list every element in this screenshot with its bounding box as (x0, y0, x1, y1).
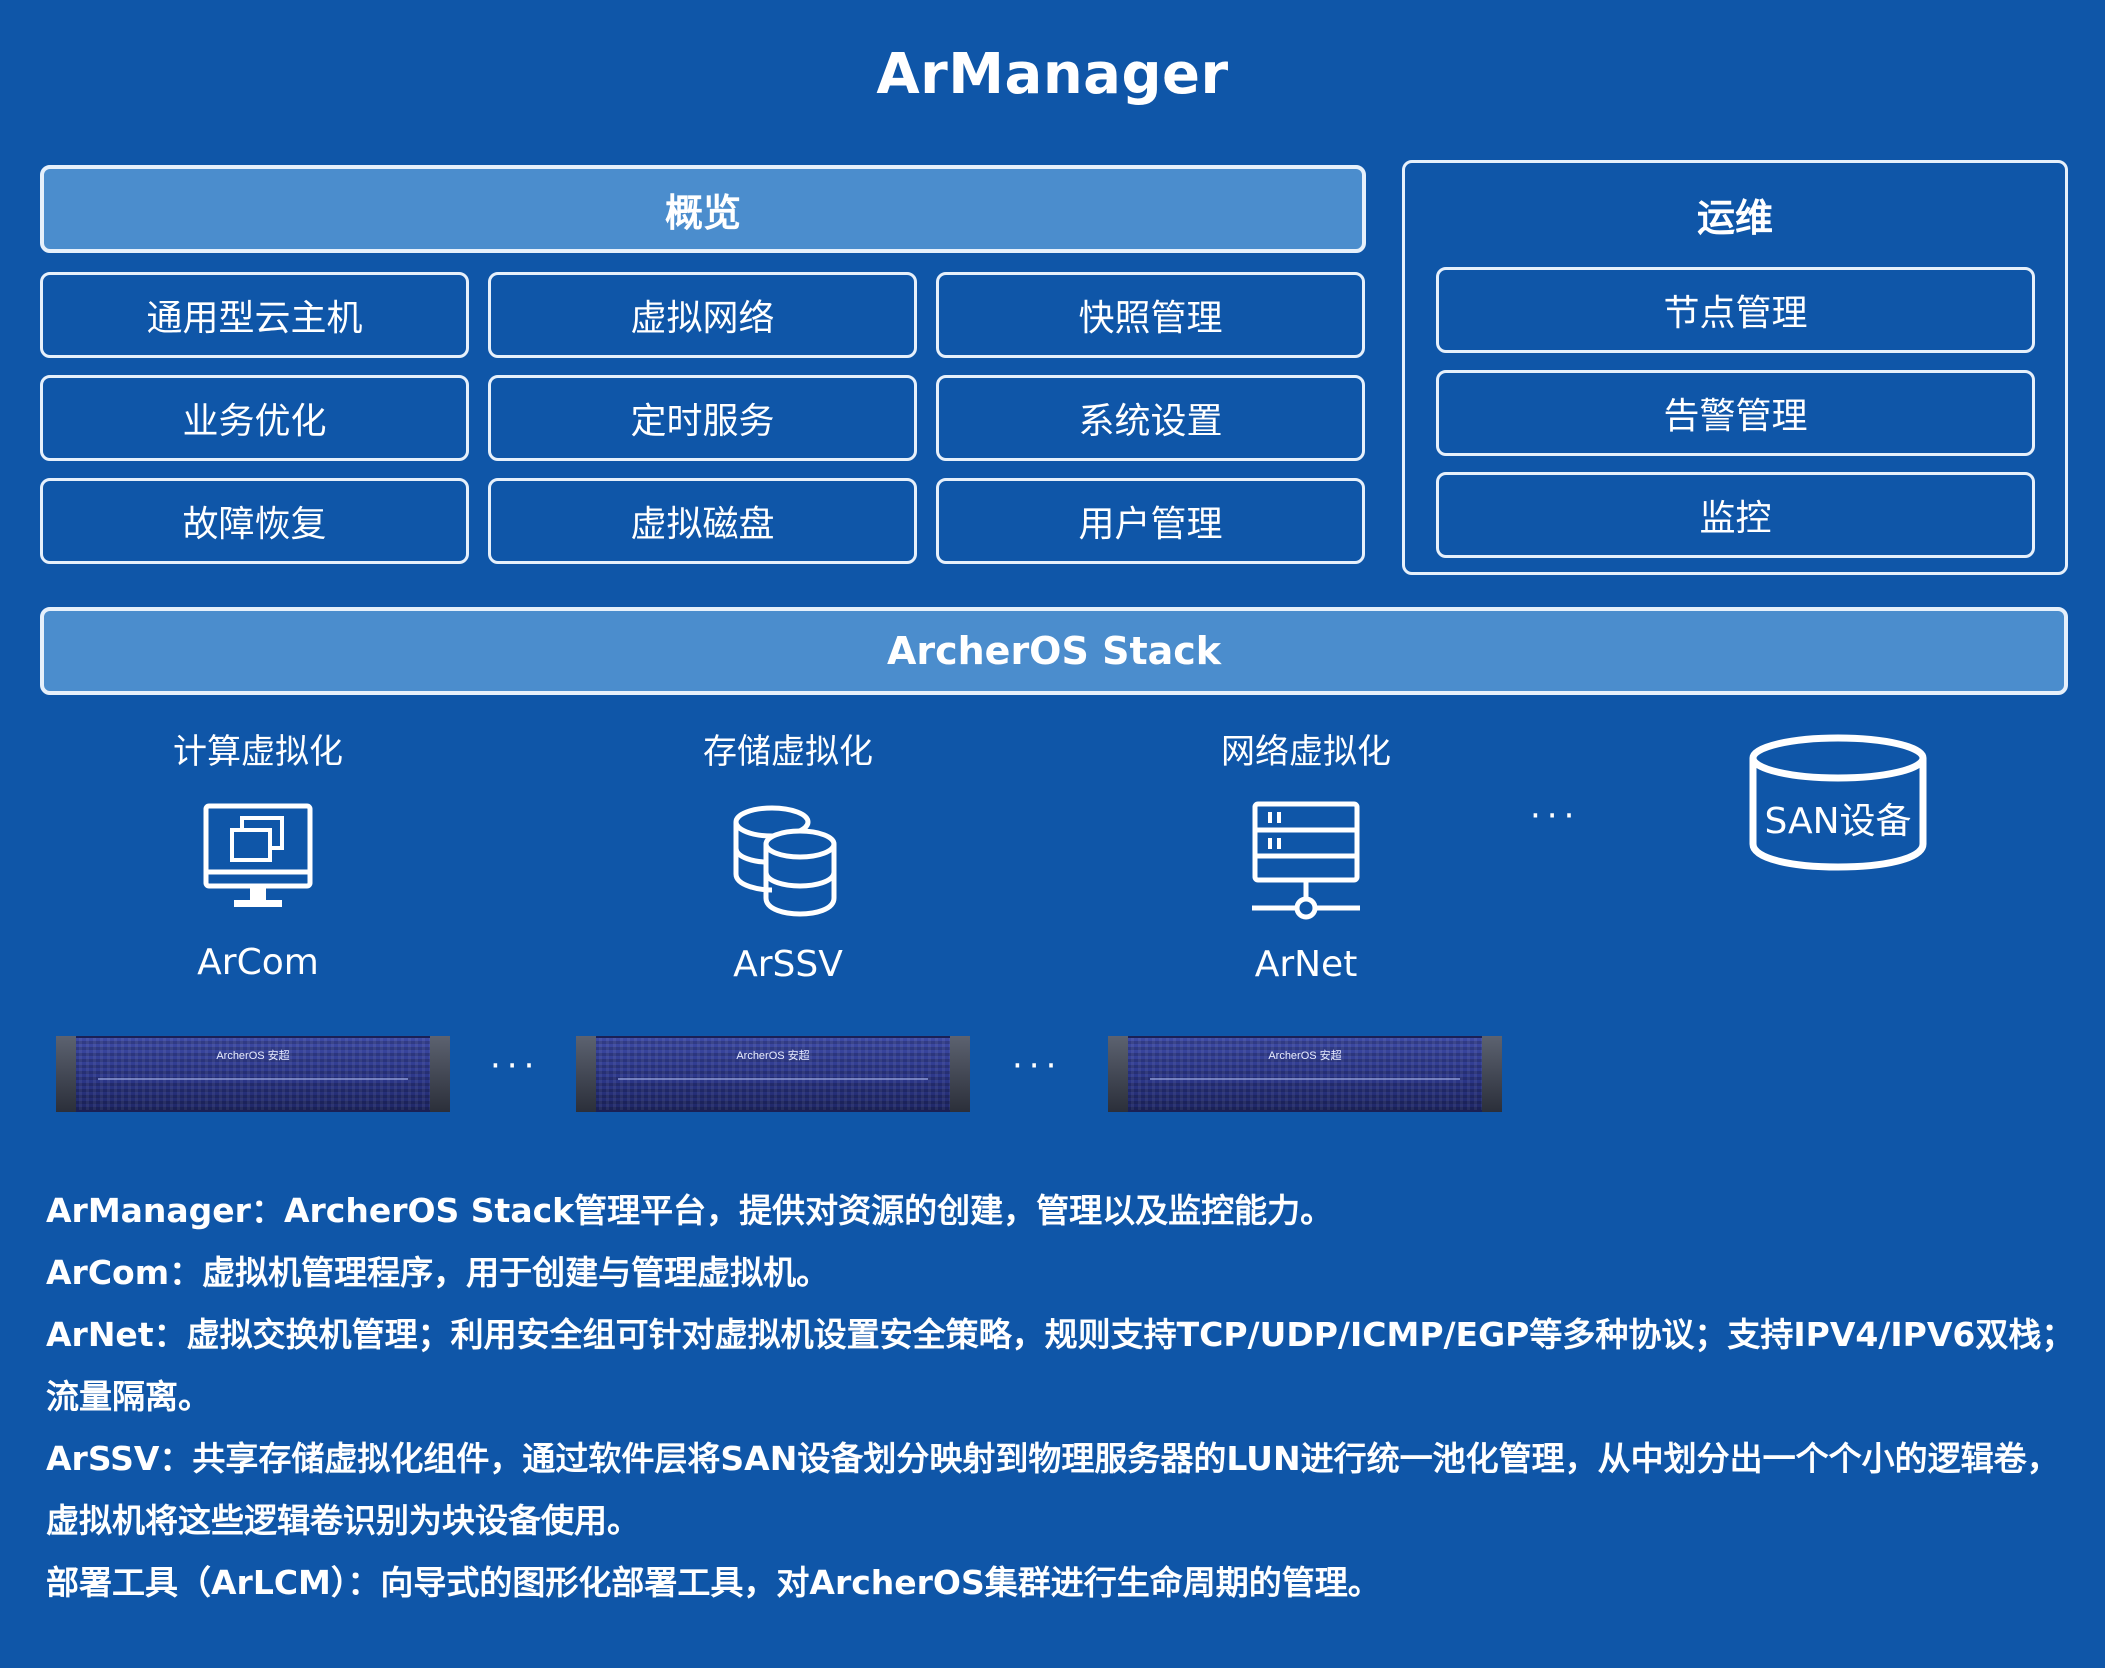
description-line: ArManager：ArcherOS Stack管理平台，提供对资源的创建，管理… (46, 1191, 1334, 1230)
compute-virtualization-label: 计算虚拟化 (173, 732, 343, 772)
overview-tile: 业务优化 (40, 375, 469, 461)
san-device-icon: SAN设备 (1748, 732, 1928, 872)
description-line: ArSSV：共享存储虚拟化组件，通过软件层将SAN设备划分映射到物理服务器的LU… (46, 1439, 2060, 1540)
tile-label: 故障恢复 (182, 504, 327, 545)
tile-label: 监控 (1699, 498, 1772, 539)
description-line: 部署工具（ArLCM）：向导式的图形化部署工具，对ArcherOS集群进行生命周… (46, 1563, 1381, 1602)
stack-bar: ArcherOS Stack (40, 607, 2068, 695)
tile-label: 业务优化 (182, 401, 327, 442)
overview-tile: 通用型云主机 (40, 272, 469, 358)
arnet-label: ArNet (1254, 944, 1358, 985)
storage-virtualization-label: 存储虚拟化 (703, 732, 873, 772)
network-virtualization-label: 网络虚拟化 (1221, 732, 1391, 772)
monitor-icon (202, 802, 314, 914)
ops-tile: 告警管理 (1436, 370, 2035, 456)
server-hardware-image: ArcherOS 安超 (576, 1036, 970, 1112)
database-icon (730, 800, 840, 920)
server-hardware-image: ArcherOS 安超 (1108, 1036, 1502, 1112)
stack-bar-label: ArcherOS Stack (886, 629, 1222, 673)
server-network-icon (1250, 800, 1362, 922)
tile-label: 定时服务 (630, 401, 775, 442)
tile-label: 通用型云主机 (146, 298, 363, 339)
tile-label: 虚拟磁盘 (630, 504, 775, 545)
tile-label: 系统设置 (1078, 401, 1223, 442)
overview-tile: 快照管理 (936, 272, 1365, 358)
overview-tile: 用户管理 (936, 478, 1365, 564)
ops-tile: 节点管理 (1436, 267, 2035, 353)
description-line: ArNet：虚拟交换机管理；利用安全组可针对虚拟机设置安全策略，规则支持TCP/… (46, 1315, 2075, 1416)
arcom-label: ArCom (197, 942, 319, 983)
tile-label: 节点管理 (1663, 293, 1808, 334)
description-line: ArCom：虚拟机管理程序，用于创建与管理虚拟机。 (46, 1253, 830, 1292)
overview-tile: 虚拟网络 (488, 272, 917, 358)
tile-label: 告警管理 (1663, 396, 1808, 437)
tile-label: 用户管理 (1078, 504, 1223, 545)
ellipsis: ··· (1012, 1046, 1063, 1086)
ops-header: 运维 (1696, 196, 1773, 240)
ops-tile: 监控 (1436, 472, 2035, 558)
server-hardware-image: ArcherOS 安超 (56, 1036, 450, 1112)
ellipsis: ··· (490, 1046, 541, 1086)
overview-tile: 系统设置 (936, 375, 1365, 461)
ellipsis: ··· (1530, 796, 1581, 836)
description-block: ArManager：ArcherOS Stack管理平台，提供对资源的创建，管理… (46, 1180, 2076, 1614)
san-device-label: SAN设备 (1764, 801, 1912, 842)
overview-header-label: 概览 (664, 190, 741, 235)
tile-label: 虚拟网络 (630, 298, 775, 339)
ops-panel: 运维 节点管理 告警管理 监控 (1402, 160, 2068, 575)
overview-header: 概览 (40, 165, 1366, 253)
overview-tile: 定时服务 (488, 375, 917, 461)
arssv-label: ArSSV (733, 944, 843, 985)
diagram-title: ArManager (876, 42, 1229, 107)
tile-label: 快照管理 (1078, 298, 1223, 339)
overview-tile: 虚拟磁盘 (488, 478, 917, 564)
overview-tile: 故障恢复 (40, 478, 469, 564)
